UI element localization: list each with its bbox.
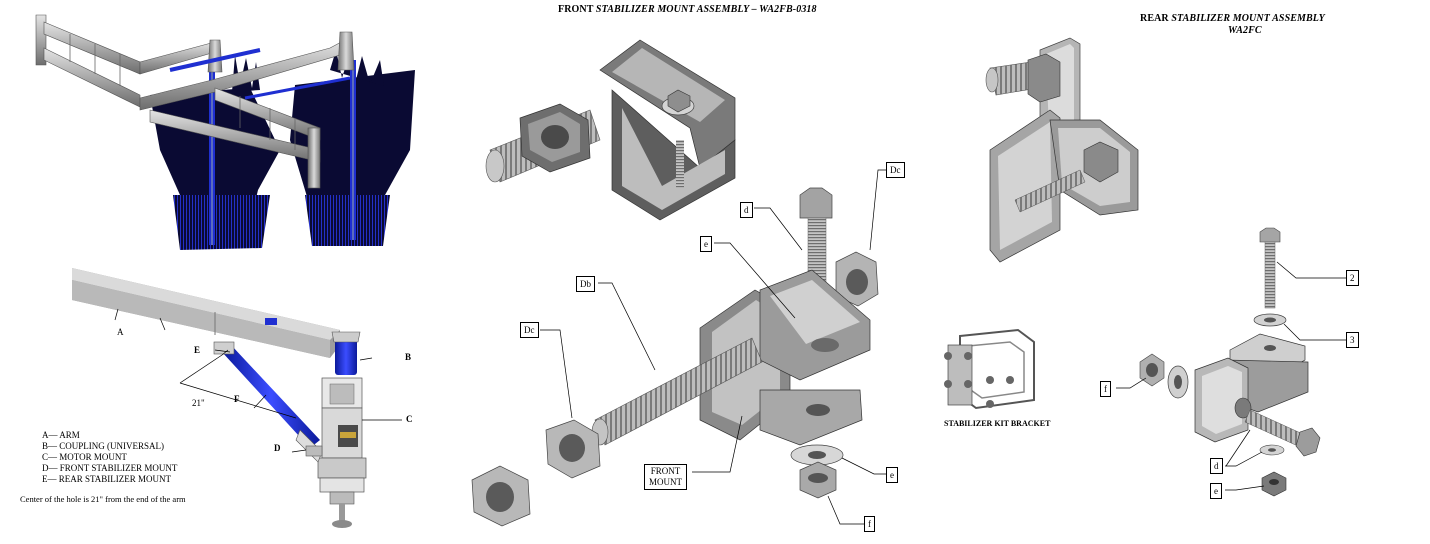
- front-assembly-title: FRONT STABILIZER MOUNT ASSEMBLY – WA2FB-…: [558, 4, 817, 15]
- arm-assembly-illustration: [72, 268, 402, 528]
- rear-title-prefix: REAR: [1140, 13, 1172, 24]
- callout-dc-left: Dc: [520, 322, 539, 338]
- legend-item-coupling: B— COUPLING (UNIVERSAL): [42, 441, 164, 451]
- callout-e-top: e: [700, 236, 712, 252]
- callout-3-rear: 3: [1346, 332, 1359, 348]
- front-title-prefix: FRONT: [558, 4, 596, 15]
- callout-f-rear: f: [1100, 381, 1111, 397]
- front-assembled-illustration: [485, 39, 736, 221]
- kit-bracket-label: STABILIZER KIT BRACKET: [944, 419, 1051, 428]
- callout-db: Db: [576, 276, 595, 292]
- rear-title-code: WA2FC: [1228, 25, 1262, 36]
- rear-assembly-title: REAR STABILIZER MOUNT ASSEMBLY: [1140, 13, 1325, 24]
- callout-e-rear: e: [1210, 483, 1222, 499]
- front-mount-line2: MOUNT: [649, 477, 682, 487]
- callout-f-front: f: [864, 516, 875, 532]
- brush-system-illustration: [35, 14, 415, 250]
- arm-label-c: C: [406, 414, 413, 424]
- hole-position-note: Center of the hole is 21" from the end o…: [20, 494, 186, 504]
- rear-assembled-illustration: [985, 37, 1139, 263]
- arm-label-e: E: [194, 345, 201, 355]
- callout-2-rear: 2: [1346, 270, 1359, 286]
- callout-front-mount: FRONT MOUNT: [644, 464, 687, 490]
- rear-assembly-code: WA2FC: [1228, 25, 1262, 36]
- front-exploded-illustration: [471, 169, 888, 527]
- legend-item-motor-mount: C— MOTOR MOUNT: [42, 452, 127, 462]
- legend-item-front-stabilizer: D— FRONT STABILIZER MOUNT: [42, 463, 178, 473]
- arm-label-d: D: [274, 443, 281, 453]
- kit-bracket-illustration: [944, 328, 1035, 410]
- front-title-main: STABILIZER MOUNT ASSEMBLY – WA2FB-0318: [595, 4, 817, 15]
- rear-title-main: STABILIZER MOUNT ASSEMBLY: [1171, 13, 1325, 24]
- arm-label-f: F: [234, 394, 240, 404]
- arm-label-a: A: [117, 327, 124, 337]
- legend-item-rear-stabilizer: E— REAR STABILIZER MOUNT: [42, 474, 172, 484]
- callout-dc-top: Dc: [886, 162, 905, 178]
- parts-legend: A— ARM B— COUPLING (UNIVERSAL) C— MOTOR …: [42, 430, 177, 485]
- callout-e-bottom: e: [886, 467, 898, 483]
- front-mount-line1: FRONT: [650, 466, 681, 476]
- arm-dimension-label: 21": [192, 398, 205, 408]
- rear-exploded-illustration: [1116, 227, 1346, 497]
- arm-label-b: B: [405, 352, 412, 362]
- callout-d-rear: d: [1210, 458, 1223, 474]
- callout-d-front: d: [740, 202, 753, 218]
- legend-item-arm: A— ARM: [42, 430, 80, 440]
